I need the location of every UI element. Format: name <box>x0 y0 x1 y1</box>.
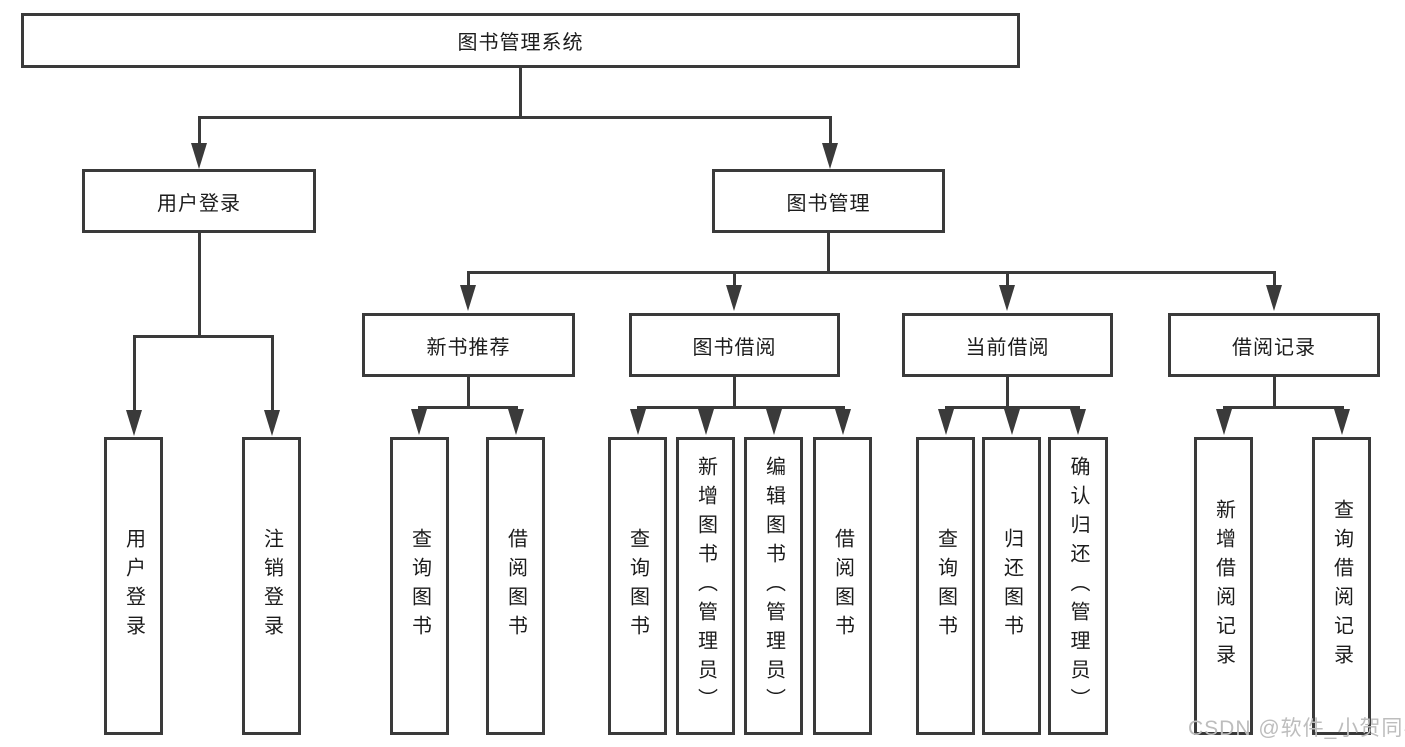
connector-line <box>418 406 518 409</box>
leaf-borrow-edit-books-admin: 编辑图书（管理员） <box>744 437 803 735</box>
connector-line <box>1223 406 1344 409</box>
connector-line <box>945 406 1080 409</box>
leaf-current-confirm-return-admin-label: 确认归还（管理员） <box>1067 455 1089 717</box>
leaf-borrow-add-books-admin-label: 新增图书（管理员） <box>694 455 717 717</box>
arrow-down-icon <box>191 143 207 169</box>
arrow-down-icon <box>1334 409 1350 435</box>
connector-line <box>467 271 1276 274</box>
connector-line <box>198 233 201 338</box>
leaf-records-query-record: 查询借阅记录 <box>1312 437 1371 735</box>
node-book-borrowing-label: 图书借阅 <box>692 336 777 359</box>
node-new-book-recommend-label: 新书推荐 <box>426 336 511 359</box>
leaf-borrow-borrow-books: 借阅图书 <box>813 437 872 735</box>
leaf-user-login: 用户登录 <box>104 437 163 735</box>
leaf-borrow-query-books: 查询图书 <box>608 437 667 735</box>
arrow-down-icon <box>1266 285 1282 311</box>
connector-line <box>1006 377 1009 409</box>
csdn-watermark: CSDN @软件_小贺同学 <box>1188 717 1405 740</box>
leaf-records-query-record-label: 查询借阅记录 <box>1330 499 1353 673</box>
connector-line <box>198 116 832 119</box>
leaf-user-login-label: 用户登录 <box>122 528 145 644</box>
node-user-login: 用户登录 <box>82 169 316 233</box>
connector-line <box>1273 271 1276 287</box>
arrow-down-icon <box>726 285 742 311</box>
leaf-current-query-books: 查询图书 <box>916 437 975 735</box>
arrow-down-icon <box>822 143 838 169</box>
arrow-down-icon <box>508 409 524 435</box>
leaf-logout-label: 注销登录 <box>260 528 283 644</box>
leaf-records-add-record-label: 新增借阅记录 <box>1212 499 1235 673</box>
arrow-down-icon <box>126 410 142 436</box>
leaf-current-return-books-label: 归还图书 <box>1000 528 1023 644</box>
leaf-logout: 注销登录 <box>242 437 301 735</box>
leaf-newbook-query-books-label: 查询图书 <box>408 528 431 644</box>
arrow-down-icon <box>411 409 427 435</box>
node-current-borrowing: 当前借阅 <box>902 313 1113 377</box>
arrow-down-icon <box>264 410 280 436</box>
node-borrowing-records: 借阅记录 <box>1168 313 1380 377</box>
arrow-down-icon <box>1216 409 1232 435</box>
node-new-book-recommend: 新书推荐 <box>362 313 575 377</box>
leaf-borrow-edit-books-admin-label: 编辑图书（管理员） <box>762 455 785 717</box>
connector-line <box>1273 377 1276 409</box>
leaf-borrow-query-books-label: 查询图书 <box>626 528 649 644</box>
arrow-down-icon <box>835 409 851 435</box>
node-current-borrowing-label: 当前借阅 <box>965 336 1050 359</box>
leaf-current-return-books: 归还图书 <box>982 437 1041 735</box>
connector-line <box>198 116 201 146</box>
connector-line <box>1006 271 1009 287</box>
connector-line <box>467 271 470 287</box>
connector-line <box>827 233 830 274</box>
leaf-borrow-add-books-admin: 新增图书（管理员） <box>676 437 735 735</box>
node-user-login-label: 用户登录 <box>157 192 241 215</box>
connector-line <box>733 271 736 287</box>
leaf-newbook-borrow-books: 借阅图书 <box>486 437 545 735</box>
node-book-borrowing: 图书借阅 <box>629 313 840 377</box>
leaf-newbook-borrow-books-label: 借阅图书 <box>504 528 527 644</box>
arrow-down-icon <box>1070 409 1086 435</box>
node-root-label: 图书管理系统 <box>457 32 584 54</box>
arrow-down-icon <box>766 409 782 435</box>
leaf-current-query-books-label: 查询图书 <box>934 528 957 644</box>
arrow-down-icon <box>698 409 714 435</box>
connector-line <box>271 335 274 412</box>
node-book-management-label: 图书管理 <box>786 192 871 215</box>
connector-line <box>467 377 470 409</box>
connector-line <box>829 116 832 146</box>
node-book-management: 图书管理 <box>712 169 945 233</box>
connector-line <box>519 68 522 119</box>
connector-line <box>133 335 274 338</box>
leaf-newbook-query-books: 查询图书 <box>390 437 449 735</box>
arrow-down-icon <box>1004 409 1020 435</box>
leaf-records-add-record: 新增借阅记录 <box>1194 437 1253 735</box>
leaf-borrow-borrow-books-label: 借阅图书 <box>831 528 854 644</box>
node-root: 图书管理系统 <box>21 13 1020 68</box>
arrow-down-icon <box>630 409 646 435</box>
leaf-current-confirm-return-admin: 确认归还（管理员） <box>1048 437 1108 735</box>
connector-line <box>133 335 136 412</box>
connector-line <box>733 377 736 409</box>
node-borrowing-records-label: 借阅记录 <box>1232 336 1316 359</box>
arrow-down-icon <box>460 285 476 311</box>
connector-line <box>637 406 845 409</box>
arrow-down-icon <box>938 409 954 435</box>
arrow-down-icon <box>999 285 1015 311</box>
